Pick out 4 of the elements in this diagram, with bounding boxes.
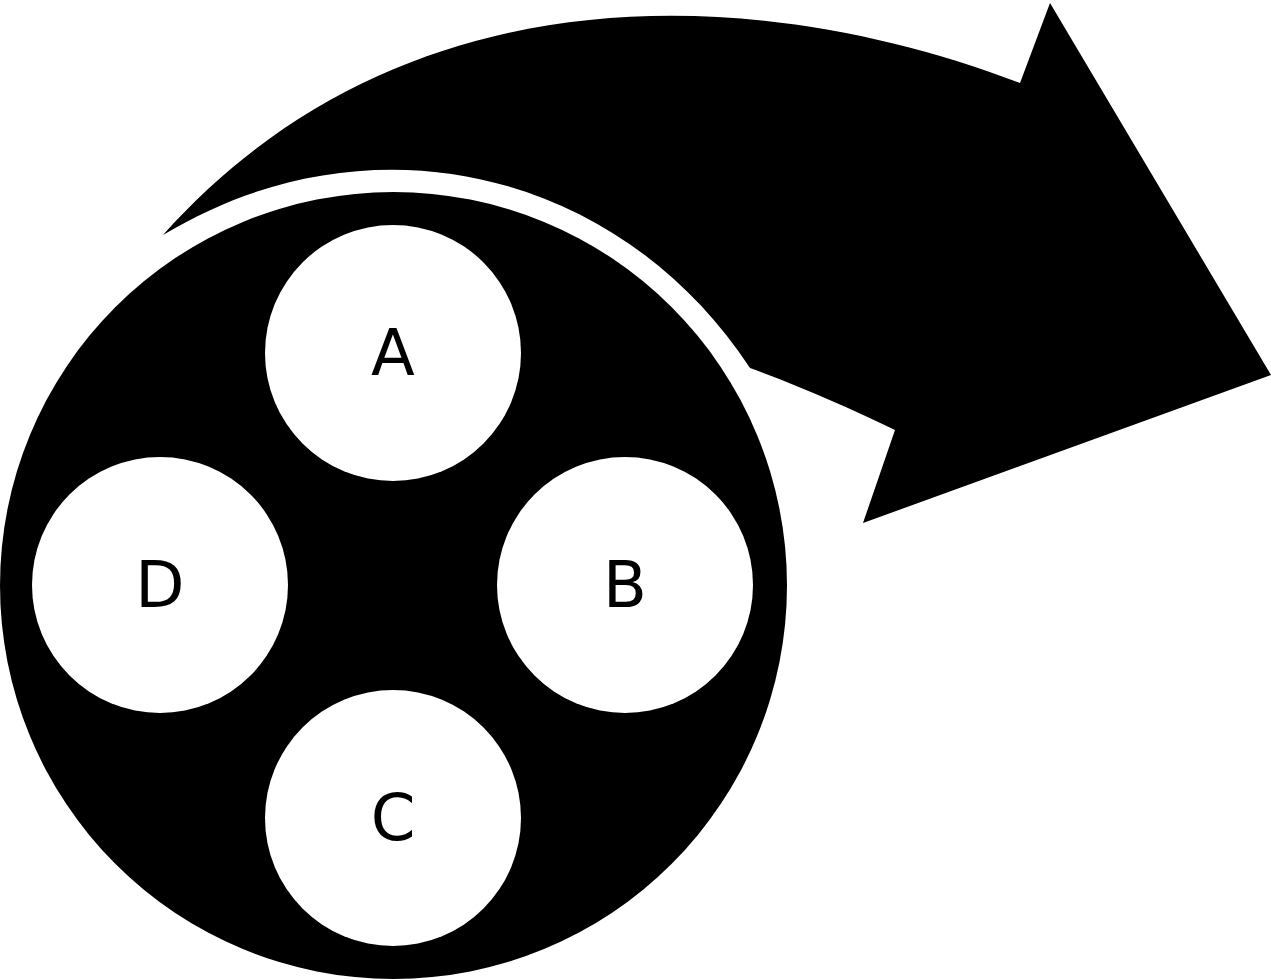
circle-label: D bbox=[135, 553, 185, 617]
circle-label: B bbox=[603, 553, 647, 617]
circle-label: A bbox=[371, 321, 415, 385]
circle-label: C bbox=[370, 786, 416, 850]
